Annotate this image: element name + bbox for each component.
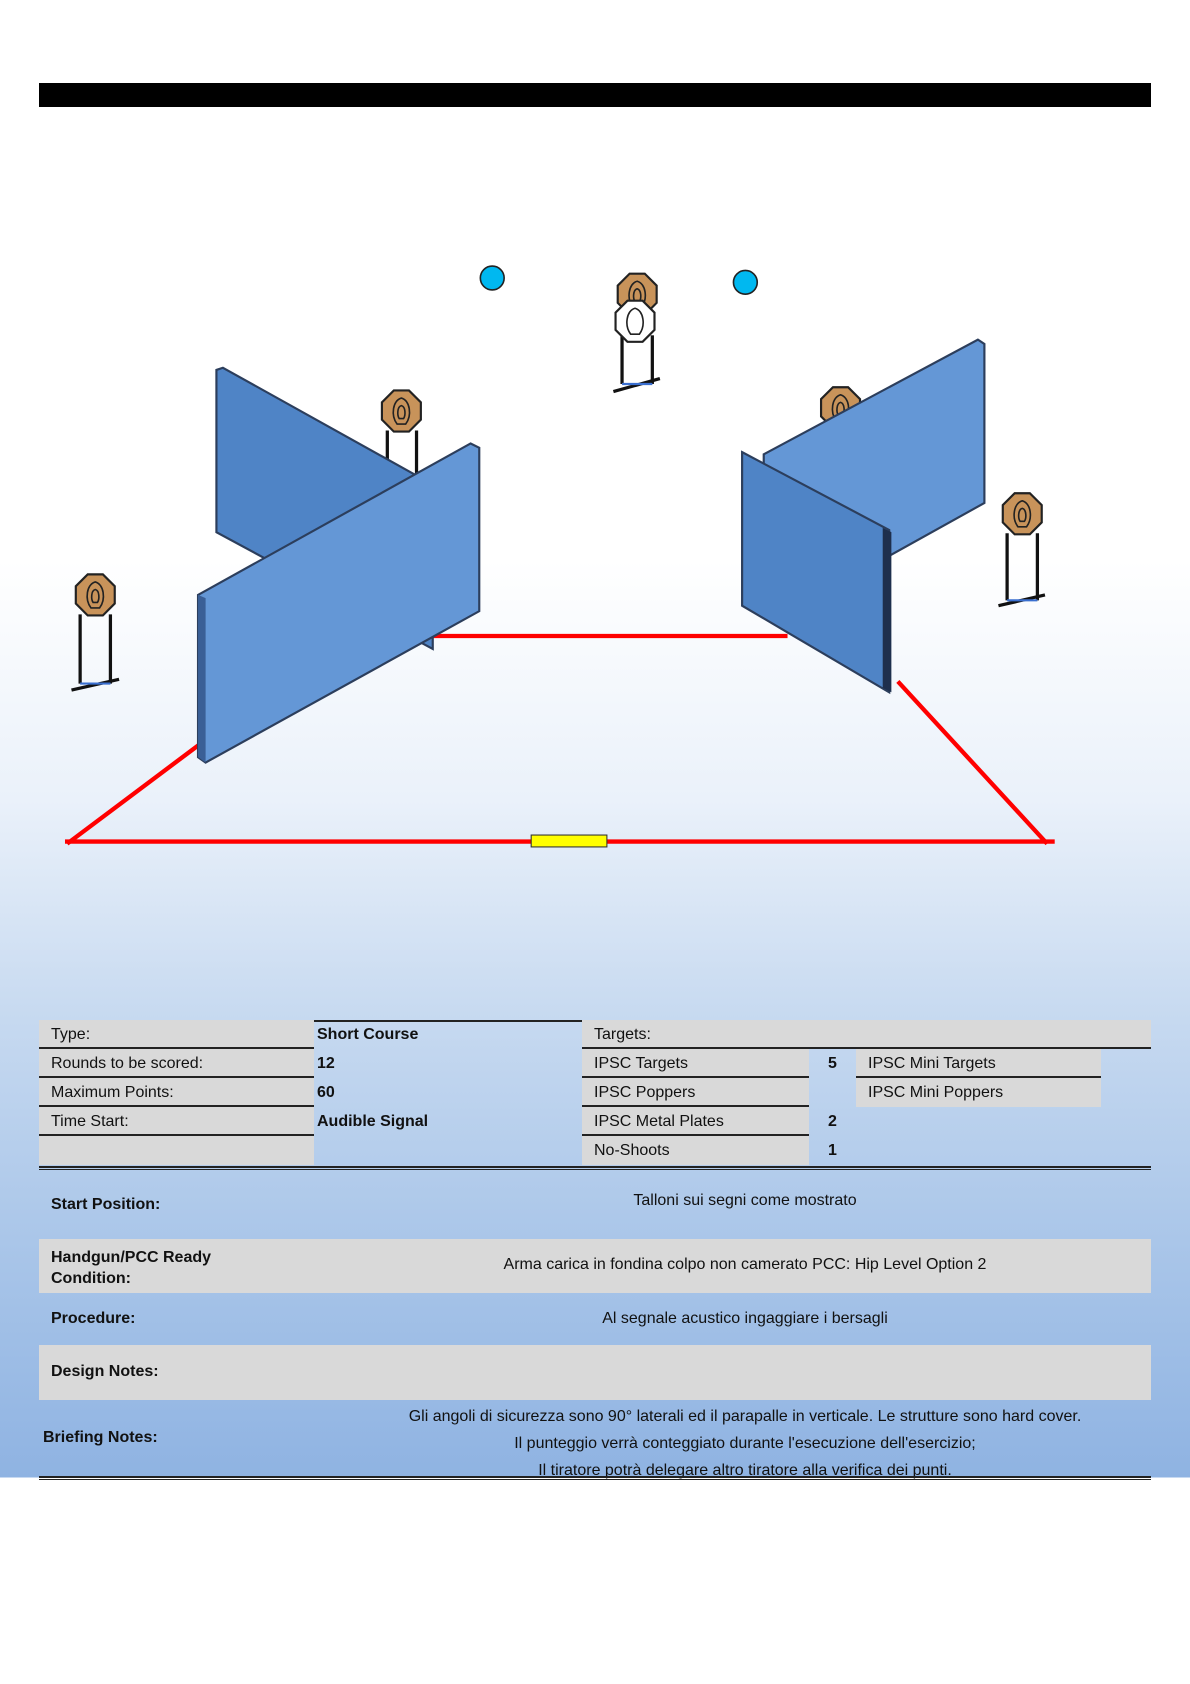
start-position-marker xyxy=(530,834,608,848)
ipsc-mini-targets-label: IPSC Mini Targets xyxy=(856,1049,1101,1078)
stage-info-table: Type: Short Course Rounds to be scored: … xyxy=(39,1020,1151,1170)
wall-left-front xyxy=(196,442,481,764)
briefing-note-line: Il punteggio verrà conteggiato durante l… xyxy=(514,1435,976,1452)
ipsc-target xyxy=(71,573,120,692)
ipsc-poppers-label: IPSC Poppers xyxy=(582,1078,809,1107)
briefing-note-line: Il tiratore potrà delegare altro tirator… xyxy=(538,1462,952,1479)
design-notes-label: Design Notes: xyxy=(51,1363,159,1380)
fault-line-right xyxy=(896,679,1049,846)
briefing-notes-text: Gli angoli di sicurezza sono 90° lateral… xyxy=(339,1403,1151,1484)
ipsc-target-with-no-shoot xyxy=(612,272,661,394)
procedure-value: Al segnale acustico ingaggiare i bersagl… xyxy=(602,1310,888,1327)
max-points-label: Maximum Points: xyxy=(39,1078,314,1107)
ipsc-metal-plates-label: IPSC Metal Plates xyxy=(582,1107,809,1136)
ipsc-targets-label: IPSC Targets xyxy=(582,1049,809,1078)
table-divider xyxy=(39,1166,1151,1170)
empty-label-cell xyxy=(39,1136,314,1165)
start-position-row: Start Position: Talloni sui segni come m… xyxy=(39,1170,1151,1239)
wall-right-front xyxy=(741,450,892,695)
design-notes-row: Design Notes: xyxy=(39,1345,1151,1400)
start-position-value: Talloni sui segni come mostrato xyxy=(633,1192,857,1209)
stage-diagram xyxy=(64,265,1055,848)
briefing-notes-row: Briefing Notes: Gli angoli di sicurezza … xyxy=(39,1400,1151,1479)
type-label: Type: xyxy=(39,1020,314,1049)
ipsc-target xyxy=(998,492,1046,608)
no-shoot-target xyxy=(614,299,656,343)
ipsc-targets-value: 5 xyxy=(828,1055,837,1072)
max-points-value: 60 xyxy=(317,1084,335,1101)
start-position-label: Start Position: xyxy=(51,1196,161,1213)
ipsc-mini-poppers-label: IPSC Mini Poppers xyxy=(856,1078,1101,1107)
procedure-row: Procedure: Al segnale acustico ingaggiar… xyxy=(39,1293,1151,1345)
no-shoots-value: 1 xyxy=(828,1142,837,1159)
ipsc-metal-plates-value: 2 xyxy=(828,1113,837,1130)
ready-condition-label-line: Condition: xyxy=(51,1270,131,1287)
rounds-value: 12 xyxy=(317,1055,335,1072)
metal-plate xyxy=(732,269,759,296)
table-bottom-border xyxy=(39,1476,1151,1480)
header-bar xyxy=(39,83,1151,107)
metal-plate xyxy=(479,265,505,291)
briefing-notes-label: Briefing Notes: xyxy=(43,1429,158,1446)
briefing-note-line: Gli angoli di sicurezza sono 90° lateral… xyxy=(408,1408,1082,1425)
time-start-value: Audible Signal xyxy=(317,1113,429,1130)
no-shoots-label: No-Shoots xyxy=(582,1136,809,1165)
time-start-label: Time Start: xyxy=(39,1107,314,1136)
ready-condition-label-line: Handgun/PCC Ready xyxy=(51,1249,212,1266)
ready-condition-value: Arma carica in fondina colpo non camerat… xyxy=(503,1256,987,1273)
fault-line-left xyxy=(65,741,203,846)
procedure-label: Procedure: xyxy=(51,1310,136,1327)
targets-title: Targets: xyxy=(582,1020,1151,1049)
rounds-label: Rounds to be scored: xyxy=(39,1049,314,1078)
type-value: Short Course xyxy=(317,1026,419,1043)
